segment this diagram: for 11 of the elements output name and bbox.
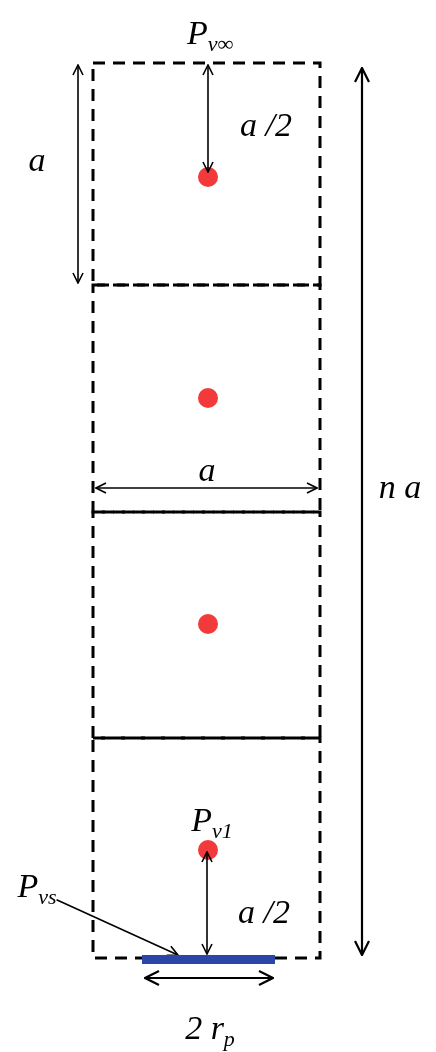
dimension-label: a /2 [238,895,290,929]
dimension-label: a [28,143,46,177]
point-label: P$_{v1}$ [191,802,233,842]
dimension-label: n a [378,470,422,504]
dimension-label: 2 r$_{p}$ [185,1010,235,1050]
dimension-label: a [198,453,216,487]
point-label: P$_{v∞}$ [186,15,234,55]
plate-bar [142,955,275,964]
dimension-label: a /2 [240,108,292,142]
leader-line [55,898,179,957]
point-label: P$_{vs}$ [17,868,57,908]
